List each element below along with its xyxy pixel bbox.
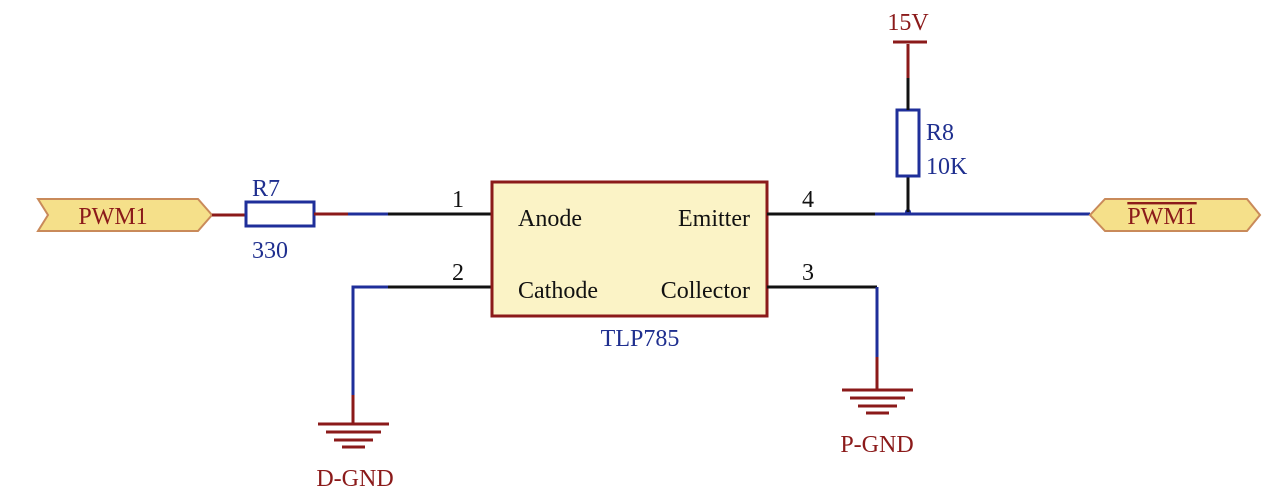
dgnd-symbol: D-GND bbox=[316, 422, 394, 492]
wire-pin2-dgnd bbox=[351, 285, 388, 395]
pgnd-symbol: P-GND bbox=[840, 388, 914, 458]
pin-number-4: 4 bbox=[802, 187, 814, 213]
port-pwm1-right[interactable]: PWM1 bbox=[1088, 198, 1262, 232]
resistor-r7[interactable]: R7 330 bbox=[244, 176, 316, 264]
port-pwm1-left[interactable]: PWM1 bbox=[36, 198, 214, 232]
vcc-15v-symbol: 15V bbox=[887, 10, 929, 44]
resistor-r8[interactable]: R8 10K bbox=[895, 108, 968, 180]
ic-tlp785[interactable]: Anode Emitter Cathode Collector TLP785 bbox=[490, 180, 769, 352]
port-pwm1-right-label: PWM1 bbox=[1127, 204, 1196, 230]
pin-number-1: 1 bbox=[452, 187, 464, 213]
dgnd-label: D-GND bbox=[316, 466, 393, 492]
r7-designator: R7 bbox=[252, 176, 280, 202]
ic-pin-collector: Collector bbox=[661, 278, 750, 304]
r8-value: 10K bbox=[926, 154, 968, 180]
ic-pin-cathode: Cathode bbox=[518, 278, 598, 304]
pin-number-3: 3 bbox=[802, 260, 814, 286]
ic-body bbox=[490, 180, 769, 318]
pgnd-label: P-GND bbox=[840, 432, 913, 458]
ic-name: TLP785 bbox=[601, 326, 680, 352]
r7-value: 330 bbox=[252, 238, 288, 264]
vcc-label: 15V bbox=[887, 10, 929, 36]
r8-designator: R8 bbox=[926, 120, 954, 146]
port-pwm1-left-label: PWM1 bbox=[78, 204, 147, 230]
ic-pin-anode: Anode bbox=[518, 206, 582, 232]
pin-number-2: 2 bbox=[452, 260, 464, 286]
ic-pin-emitter: Emitter bbox=[678, 206, 750, 232]
